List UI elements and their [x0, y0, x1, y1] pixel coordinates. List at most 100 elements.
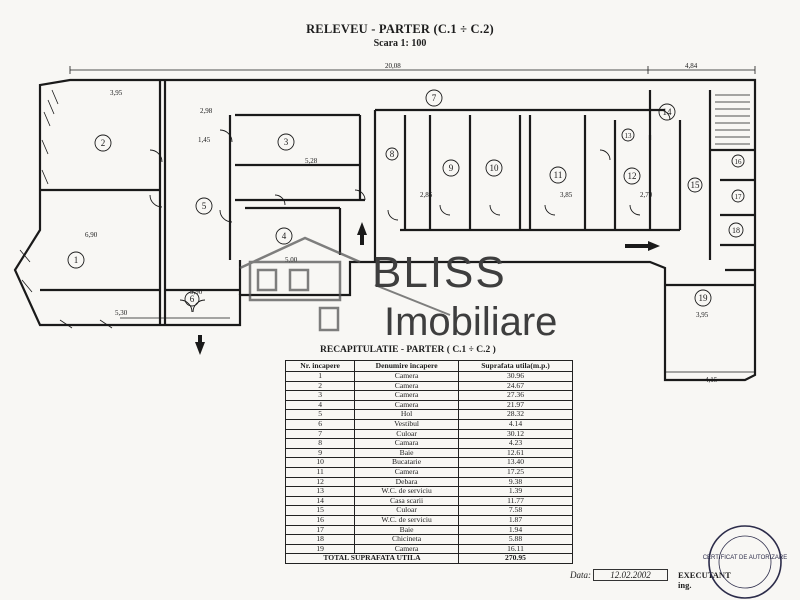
room-marker: 1 — [67, 251, 85, 269]
room-name-cell: Camara — [354, 438, 459, 449]
room-marker: 11 — [549, 166, 567, 184]
document-scale: Scara 1: 100 — [373, 38, 427, 49]
room-marker: 6 — [184, 291, 200, 307]
executant-block: EXECUTANT ing. — [678, 570, 731, 590]
room-name-cell: Chicineta — [354, 534, 459, 545]
svg-text:16: 16 — [735, 158, 743, 166]
room-marker: 10 — [485, 159, 503, 177]
svg-text:1: 1 — [74, 255, 79, 265]
room-marker: 7 — [425, 89, 443, 107]
room-marker: 16 — [731, 154, 745, 168]
room-area-cell: 7.58 — [457, 505, 574, 516]
total-value: 270.95 — [457, 553, 574, 564]
svg-text:14: 14 — [663, 107, 673, 117]
watermark-logo-icon — [239, 236, 451, 332]
header-room-name: Denumire incapere — [354, 360, 459, 372]
room-name-cell: Camera — [354, 466, 459, 478]
header-area: Suprafata utila(m.p.) — [457, 360, 574, 372]
header-room-no: Nr. incapere — [284, 360, 356, 372]
svg-text:13: 13 — [625, 132, 633, 140]
svg-text:17: 17 — [735, 193, 743, 201]
room-marker: 18 — [728, 222, 744, 238]
dimension-label: 2,98 — [200, 107, 213, 115]
recap-title: RECAPITULATIE - PARTER ( C.1 ÷ C.2 ) — [320, 345, 496, 355]
room-marker: 17 — [731, 189, 745, 203]
document-title: RELEVEU - PARTER (C.1 ÷ C.2) — [306, 22, 494, 36]
svg-text:15: 15 — [691, 180, 701, 190]
recap-total-row: TOTAL SUPRAFATA UTILA 270.95 — [285, 553, 574, 564]
dimension-label: 3,85 — [560, 191, 573, 199]
dimension-label: 1,45 — [198, 136, 211, 144]
svg-text:9: 9 — [449, 163, 454, 173]
room-marker: 8 — [385, 147, 399, 161]
room-marker: 14 — [658, 103, 676, 121]
dimension-label: 3,95 — [110, 89, 123, 97]
official-stamp-icon: CERTIFICAT DE AUTORIZARE — [703, 525, 788, 599]
svg-text:11: 11 — [554, 170, 563, 180]
executant-sub: ing. — [678, 580, 692, 590]
room-area-cell: 27.36 — [457, 390, 574, 401]
room-marker: 9 — [442, 159, 460, 177]
room-area-cell: 1.87 — [457, 514, 574, 526]
total-label: TOTAL SUPRAFATA UTILA — [285, 553, 459, 564]
room-marker: 5 — [195, 197, 213, 215]
room-number-cell: 10 — [284, 457, 356, 468]
dimension-label: 20,08 — [385, 62, 401, 70]
date-field: Data: 12.02.2002 — [570, 569, 668, 581]
room-area-cell: 1.39 — [457, 486, 574, 497]
room-name-cell: Culoar — [354, 505, 459, 516]
room-number-cell: 16 — [284, 514, 356, 526]
room-name-cell: Camera — [354, 390, 459, 401]
room-name-cell: W.C. de serviciu — [354, 486, 459, 497]
room-marker: 13 — [621, 128, 635, 142]
room-area-cell: 4.23 — [457, 438, 574, 449]
svg-text:19: 19 — [699, 293, 709, 303]
room-number-cell: 8 — [284, 438, 356, 449]
room-number-cell: 15 — [284, 505, 356, 516]
dimension-label: 9,90 — [190, 288, 203, 296]
room-area-cell: 5.88 — [457, 534, 574, 545]
svg-text:6: 6 — [190, 294, 195, 304]
stamp-text: CERTIFICAT DE AUTORIZARE — [703, 555, 788, 561]
outer-wall — [13, 78, 757, 382]
room-marker: 2 — [94, 134, 112, 152]
date-label: Data: — [570, 570, 591, 580]
room-name-cell: W.C. de serviciu — [354, 514, 459, 526]
svg-text:12: 12 — [628, 171, 637, 181]
room-area-cell: 4.14 — [457, 418, 574, 430]
room-marker: 3 — [277, 133, 295, 151]
svg-text:3: 3 — [284, 137, 289, 147]
watermark-line1: BLISS — [372, 248, 507, 297]
dimension-label: 5,28 — [305, 157, 318, 165]
room-number-cell: 1 — [284, 371, 356, 382]
entrance-arrow-icon — [195, 335, 205, 355]
dimension-label: 5,30 — [115, 309, 128, 317]
room-number-cell: 6 — [284, 418, 356, 430]
svg-text:10: 10 — [490, 163, 500, 173]
room-marker: 19 — [694, 289, 712, 307]
room-marker: 12 — [623, 167, 641, 185]
svg-text:18: 18 — [732, 226, 740, 235]
dimension-label: 4,84 — [685, 62, 698, 70]
recap-header-row: Nr. incapere Denumire incapere Suprafata… — [284, 360, 574, 372]
watermark-line2: Imobiliare — [384, 300, 558, 344]
recap-table: Nr. incapere Denumire incapere Suprafata… — [284, 360, 574, 564]
entrance-arrow-icon — [357, 222, 367, 245]
room-area-cell: 13.40 — [457, 457, 574, 468]
room-name-cell: Camera — [354, 371, 459, 382]
executant-label: EXECUTANT — [678, 570, 731, 580]
dimension-label: 2,86 — [420, 191, 433, 199]
